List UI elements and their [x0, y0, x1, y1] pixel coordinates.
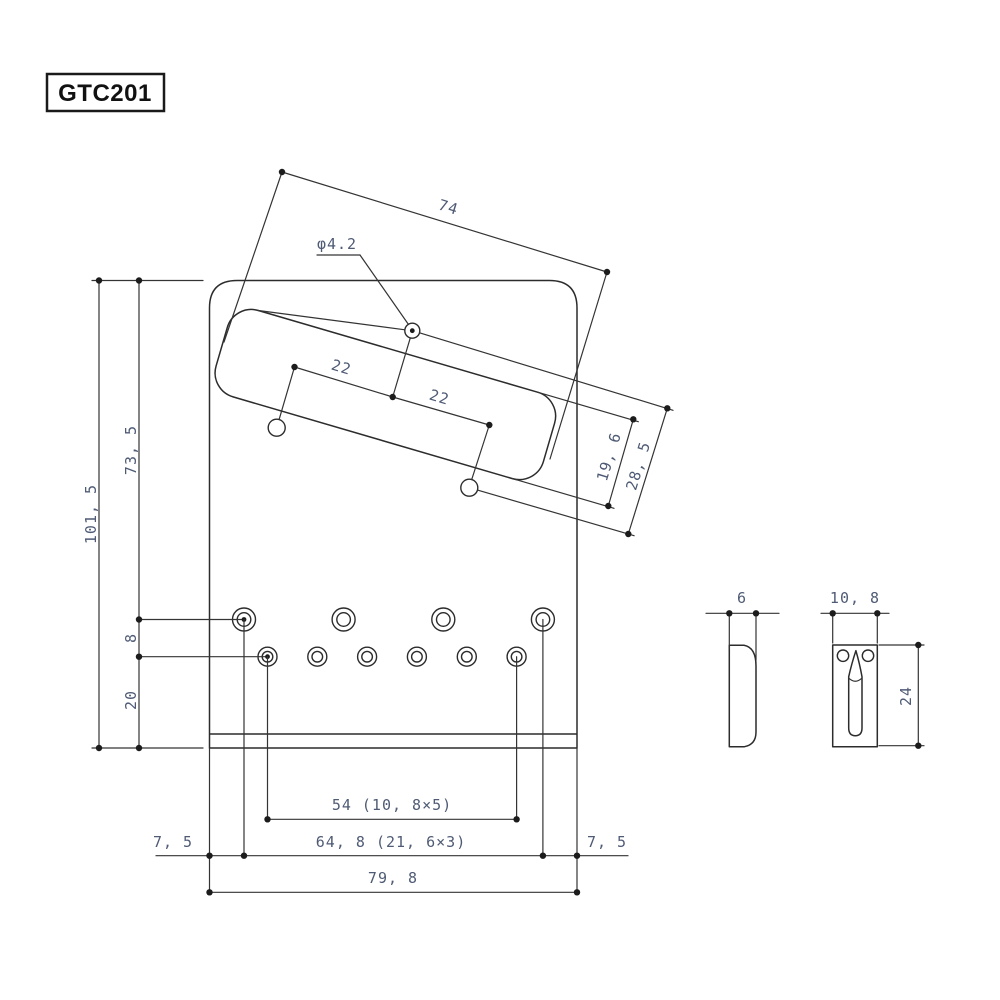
- dim-74: 74: [223, 168, 611, 460]
- saddle-slot: [847, 649, 863, 737]
- dim-label-6: 6: [737, 589, 747, 607]
- pivot-hole: [404, 322, 421, 339]
- saddle-hole-right: [861, 649, 875, 663]
- part-number: GTC201: [58, 80, 152, 107]
- side-profile-outline: [728, 644, 757, 748]
- pickup-screw-hole-right: [460, 478, 479, 497]
- side-view: 6: [705, 589, 780, 748]
- string-holes: [257, 646, 527, 667]
- saddle-view: 10, 8 24: [820, 589, 925, 749]
- dim-label-8: 8: [122, 633, 140, 643]
- dim-label-20: 20: [122, 690, 140, 710]
- dim-label-24: 24: [897, 686, 915, 706]
- mounting-screw-holes: [231, 607, 556, 632]
- saddle-outline: [831, 644, 879, 748]
- title-block: GTC201: [45, 72, 166, 113]
- saddle-groove-line: [848, 677, 863, 682]
- dim-bottom-stack: 54 (10, 8×5) 64, 8 (21, 6×3) 7, 5 7, 5 7…: [153, 618, 629, 896]
- dim-label-7-5-left: 7, 5: [153, 833, 193, 851]
- front-view: [208, 279, 578, 749]
- dim-label-22-left: 22: [329, 356, 353, 379]
- dim-label-19-6: 19, 6: [593, 430, 625, 483]
- dim-phi42: φ4.2: [257, 235, 410, 331]
- dim-label-79-8: 79, 8: [368, 869, 418, 887]
- dim-label-22-right: 22: [427, 386, 451, 409]
- dim-19-6: 19, 6: [511, 391, 639, 510]
- bridge-plate-outline: [208, 279, 578, 749]
- dim-label-phi42: φ4.2: [317, 235, 357, 253]
- pickup-screw-hole-left: [267, 418, 286, 437]
- dim-left-column: 101, 5 73, 5 8 20: [82, 277, 270, 752]
- dim-label-101-5: 101, 5: [82, 484, 100, 544]
- dim-label-74: 74: [436, 196, 460, 219]
- dim-label-7-5-right: 7, 5: [587, 833, 627, 851]
- dim-label-54: 54 (10, 8×5): [332, 796, 452, 814]
- title-border: [45, 72, 166, 113]
- dim-22-pair: 22 22: [278, 337, 493, 481]
- dim-label-73-5: 73, 5: [122, 425, 140, 475]
- dim-28-5: 28, 5: [418, 332, 674, 538]
- dim-label-10-8: 10, 8: [830, 589, 880, 607]
- dim-label-64-8: 64, 8 (21, 6×3): [316, 833, 466, 851]
- saddle-hole-left: [836, 649, 850, 663]
